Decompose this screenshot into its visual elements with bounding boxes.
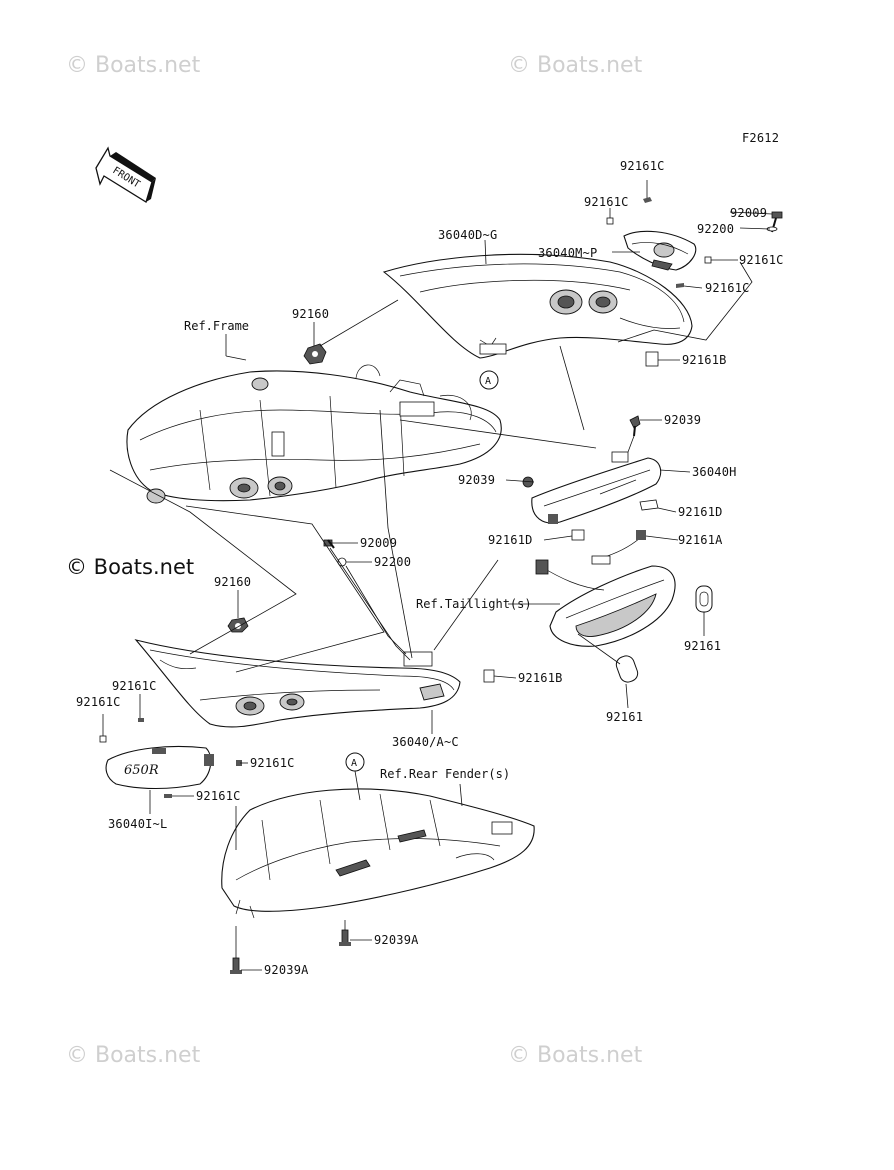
pad-92161-bottom: [615, 655, 639, 683]
label-36040ac: 36040/A~C: [392, 735, 459, 749]
leader-lines: [102, 180, 773, 971]
rear-cover-36040h-part: [531, 451, 662, 524]
callout-a-lower: A: [345, 752, 365, 772]
nut-92160-low: [227, 617, 249, 633]
label-92160-top: 92160: [292, 307, 329, 321]
label-92161-bottom: 92161: [606, 710, 643, 724]
label-ref-frame: Ref.Frame: [184, 319, 249, 333]
bolt-92039-mid: [629, 415, 641, 437]
rear-fender-ref-part: [221, 788, 535, 919]
label-ref-taillight: Ref.Taillight(s): [416, 597, 532, 611]
bolt-92009-mid: [323, 539, 347, 567]
side-cover-36040il-part: 650R: [105, 745, 214, 790]
watermark-layer: © Boats.net © Boats.net © Boats.net © Bo…: [66, 53, 643, 1068]
label-92161b-top: 92161B: [682, 353, 727, 367]
label-92161c-top: 92161C: [620, 159, 665, 173]
label-92039-left: 92039: [458, 473, 495, 487]
label-92161b-low: 92161B: [518, 671, 563, 685]
label-92009-mid: 92009: [360, 536, 397, 550]
label-92161c-l4: 92161C: [196, 789, 241, 803]
label-92200-mid: 92200: [374, 555, 411, 569]
svg-text:A: A: [485, 376, 491, 387]
label-92039a-left: 92039A: [264, 963, 309, 977]
label-92039-mid: 92039: [664, 413, 701, 427]
label-92009-top: 92009: [730, 206, 767, 220]
watermark-top-left: © Boats.net: [66, 53, 201, 78]
watermark-bottom-left: © Boats.net: [66, 1043, 201, 1068]
figure-code: F2612: [742, 131, 779, 145]
bolt-92039a-right: [339, 929, 351, 946]
label-92161a: 92161A: [678, 533, 723, 547]
watermark-bottom-right: © Boats.net: [508, 1043, 643, 1068]
label-92161-right: 92161: [684, 639, 721, 653]
nut-92160-top: [303, 343, 327, 365]
label-36040mp: 36040M~P: [538, 246, 597, 260]
label-92161c-2: 92161C: [584, 195, 629, 209]
bolt-92039a-left: [230, 957, 242, 974]
label-92161d-right: 92161D: [678, 505, 723, 519]
label-92161c-right1: 92161C: [739, 253, 784, 267]
label-36040il: 36040I~L: [108, 817, 167, 831]
label-92161c-l2: 92161C: [76, 695, 121, 709]
label-92160-low: 92160: [214, 575, 251, 589]
lower-seat-cowl-part: [134, 639, 495, 728]
taillight-ref-part: [535, 530, 676, 647]
small-top-cover-part: [623, 230, 697, 271]
label-92161c-l1: 92161C: [112, 679, 157, 693]
label-ref-rear-fender: Ref.Rear Fender(s): [380, 767, 510, 781]
label-92161c-right2: 92161C: [705, 281, 750, 295]
cover-badge-text: 650R: [124, 763, 159, 778]
pad-92161-right: [695, 585, 713, 613]
label-36040h: 36040H: [692, 465, 737, 479]
front-arrow-icon: FRONT: [95, 146, 156, 203]
watermark-top-right: © Boats.net: [508, 53, 643, 78]
upper-seat-cowl-part: [382, 253, 693, 359]
label-36040dg: 36040D~G: [438, 228, 497, 242]
label-92161d-left: 92161D: [488, 533, 533, 547]
watermark-mid-left: © Boats.net: [66, 555, 194, 579]
label-92200-top: 92200: [697, 222, 734, 236]
part-labels: 92161C 92161C 92009 92200 36040D~G 36040…: [76, 159, 784, 977]
frame-ref-part: [126, 364, 502, 504]
svg-text:A: A: [351, 758, 357, 769]
label-92039a-right: 92039A: [374, 933, 419, 947]
callout-a-upper: A: [479, 370, 499, 390]
label-92161c-l3: 92161C: [250, 756, 295, 770]
